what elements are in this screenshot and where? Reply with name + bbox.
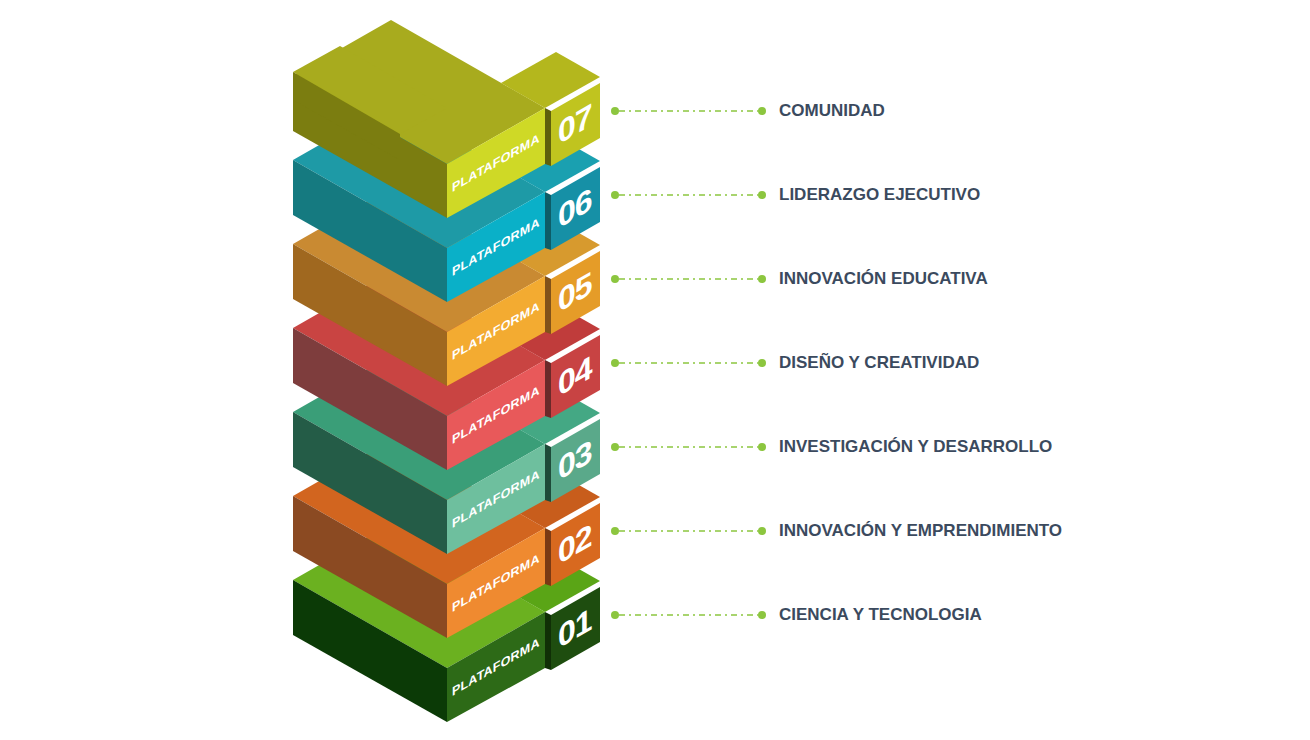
platform-label: PLATAFORMA bbox=[452, 131, 540, 196]
leader-dot bbox=[611, 107, 619, 115]
leader-line bbox=[619, 110, 758, 112]
leader-line bbox=[619, 194, 758, 196]
platform-number: 05 bbox=[558, 264, 592, 320]
category-label: DISEÑO Y CREATIVIDAD bbox=[779, 353, 979, 373]
platform-number: 03 bbox=[558, 432, 592, 488]
block-numfront-face bbox=[551, 335, 600, 418]
platform-label: PLATAFORMA bbox=[452, 383, 540, 448]
leader-dot bbox=[758, 611, 766, 619]
leader-dot bbox=[758, 443, 766, 451]
leader-dot bbox=[611, 191, 619, 199]
platform-number: 01 bbox=[558, 600, 592, 656]
category-label: COMUNIDAD bbox=[779, 101, 885, 121]
leader-dot bbox=[758, 191, 766, 199]
leader-line bbox=[619, 614, 758, 616]
block-numfront-face bbox=[551, 419, 600, 502]
block-numfront-face bbox=[551, 167, 600, 250]
platform-block: PLATAFORMA 01 bbox=[447, 587, 600, 722]
block-gap-face bbox=[545, 612, 551, 670]
platform-number: 02 bbox=[558, 516, 592, 572]
platform-label: PLATAFORMA bbox=[452, 635, 540, 700]
leader-dot bbox=[758, 359, 766, 367]
block-gap-face bbox=[545, 192, 551, 250]
leader-dot bbox=[611, 611, 619, 619]
category-label: INNOVACIÓN Y EMPRENDIMIENTO bbox=[779, 521, 1062, 541]
platform-number: 04 bbox=[558, 348, 592, 404]
platform-label: PLATAFORMA bbox=[452, 467, 540, 532]
leader-dot bbox=[611, 443, 619, 451]
category-label: INVESTIGACIÓN Y DESARROLLO bbox=[779, 437, 1052, 457]
leader-line bbox=[619, 446, 758, 448]
block-gap-face bbox=[545, 108, 551, 166]
block-front-face bbox=[447, 108, 545, 218]
block-numfront-face bbox=[551, 251, 600, 334]
leader-line bbox=[619, 362, 758, 364]
leader-dot bbox=[758, 107, 766, 115]
category-label: INNOVACIÓN EDUCATIVA bbox=[779, 269, 988, 289]
leader-dot bbox=[758, 527, 766, 535]
platform-label: PLATAFORMA bbox=[452, 551, 540, 616]
platform-label: PLATAFORMA bbox=[452, 299, 540, 364]
block-gap-face bbox=[545, 528, 551, 586]
block-numfront-face bbox=[551, 83, 600, 166]
platform-number: 06 bbox=[558, 180, 592, 236]
block-arm-face bbox=[293, 72, 400, 160]
block-numfront-face bbox=[551, 587, 600, 670]
block-gap-face bbox=[545, 360, 551, 418]
block-numfront-face bbox=[551, 503, 600, 586]
category-label: CIENCIA Y TECNOLOGIA bbox=[779, 605, 982, 625]
leader-dot bbox=[611, 359, 619, 367]
leader-dot bbox=[758, 275, 766, 283]
leader-line bbox=[619, 278, 758, 280]
leader-dot bbox=[611, 275, 619, 283]
leader-line bbox=[619, 530, 758, 532]
leader-dot bbox=[611, 527, 619, 535]
block-gap-face bbox=[545, 444, 551, 502]
category-label: LIDERAZGO EJECUTIVO bbox=[779, 185, 980, 205]
block-gap-face bbox=[545, 276, 551, 334]
platform-number: 07 bbox=[558, 96, 592, 152]
platform-label: PLATAFORMA bbox=[452, 215, 540, 280]
